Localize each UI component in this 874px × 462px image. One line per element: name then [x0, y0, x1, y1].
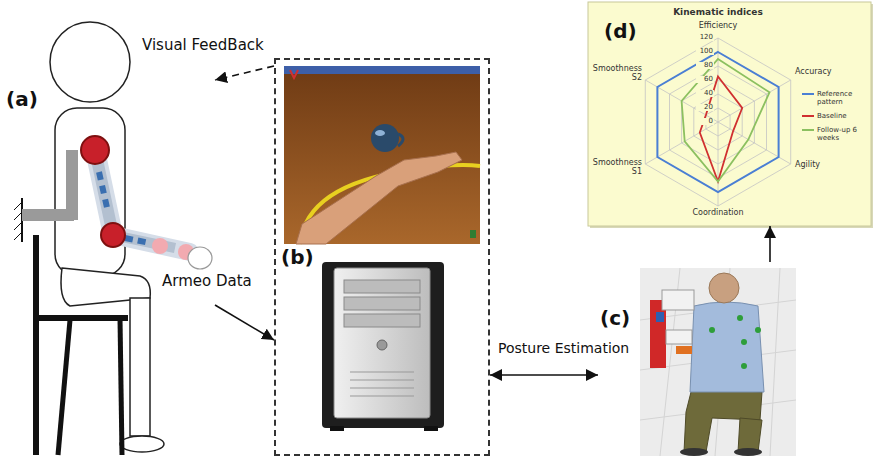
- tick-label: 100: [696, 48, 714, 55]
- patient-figure: [14, 22, 212, 455]
- game-screen: [284, 66, 480, 244]
- connector-arrow: [769, 226, 771, 262]
- edge-label: Visual FeedBack: [140, 36, 266, 54]
- chart-title: Kinematic indices: [658, 7, 778, 17]
- patient-panel: (a): [0, 22, 215, 458]
- tick-label: 20: [696, 104, 714, 111]
- radar-chart: [588, 2, 873, 228]
- axis-label: Smoothness S1: [590, 158, 642, 176]
- axis-label: Coordination: [678, 208, 758, 217]
- panel-letter: (d): [604, 20, 637, 43]
- panel-letter: (c): [600, 307, 630, 330]
- processing-box: (b): [274, 58, 490, 456]
- connector-arrow: [215, 305, 274, 340]
- legend-text: Reference pattern: [817, 90, 869, 106]
- panel-letter: (b): [281, 246, 314, 269]
- legend-text: Baseline: [817, 112, 869, 120]
- axis-label: Accuracy: [795, 67, 832, 76]
- model-panel: (c): [598, 262, 798, 457]
- tick-label: 120: [696, 34, 714, 41]
- legend-text: Follow-up 6 weeks: [817, 126, 869, 142]
- tick-label: 0: [696, 118, 714, 125]
- connector-arrow: [490, 374, 598, 376]
- computer-tower: [322, 262, 444, 431]
- connector-arrow: [215, 66, 274, 80]
- tick-label: 40: [696, 90, 714, 97]
- edge-label: Armeo Data: [160, 272, 254, 290]
- posture-model: [640, 268, 796, 456]
- axis-label: Smoothness S2: [590, 64, 642, 82]
- axis-label: Efficiency: [688, 21, 748, 30]
- axis-label: Agility: [795, 160, 820, 169]
- tick-label: 60: [696, 76, 714, 83]
- panel-letter: (a): [6, 88, 38, 111]
- edge-label: Posture Estimation: [496, 340, 631, 357]
- tick-label: 80: [696, 62, 714, 69]
